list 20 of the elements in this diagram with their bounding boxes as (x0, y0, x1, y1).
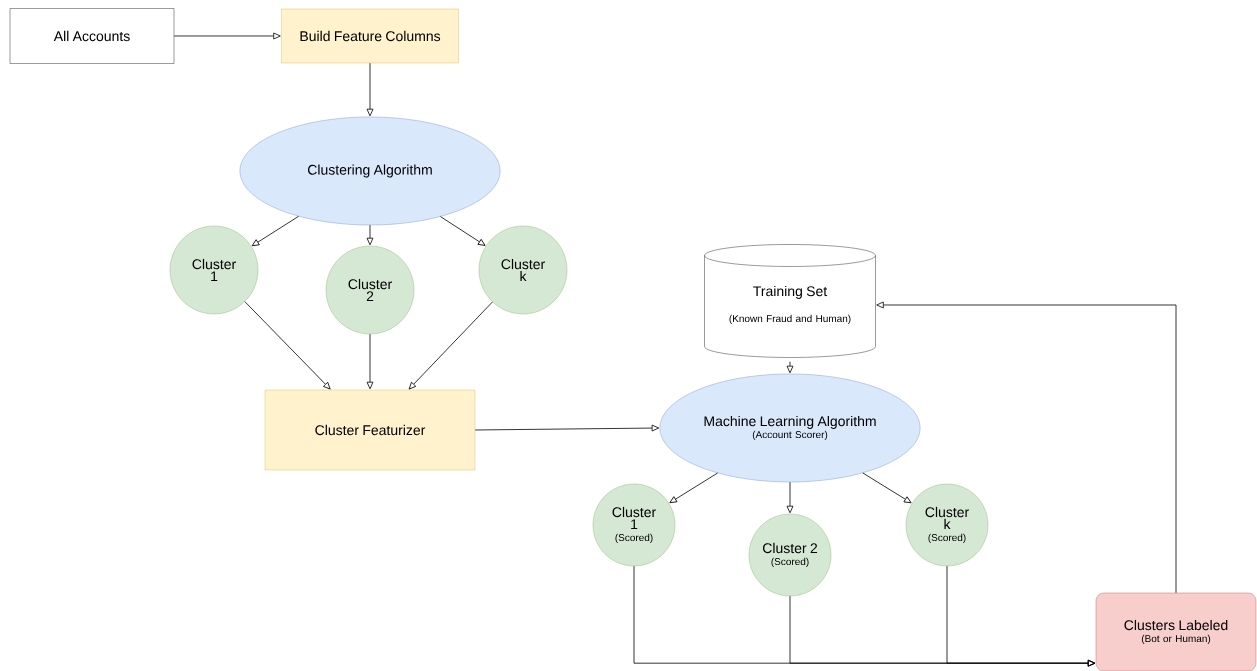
arrow (440, 216, 486, 246)
arrow (946, 565, 1096, 667)
process-box: Clusters Labeled (Bot or Human) (1095, 592, 1257, 671)
arrow (876, 301, 1177, 594)
arrow (173, 32, 281, 40)
arrow (786, 361, 794, 374)
arrow (786, 481, 794, 514)
arrow (244, 301, 331, 390)
arrow (474, 424, 660, 432)
arrow (251, 215, 299, 247)
arrow (366, 62, 374, 117)
process-box: Build Feature Columns (281, 8, 459, 64)
arrow (366, 333, 374, 390)
arrow (408, 301, 493, 390)
arrow (669, 472, 718, 504)
database-cylinder: Training Set (Known Fraud and Human) (704, 244, 876, 358)
arrow (862, 472, 912, 504)
process-box: Cluster Featurizer (264, 389, 476, 471)
arrow (366, 224, 374, 246)
process-box: All Accounts (9, 8, 175, 64)
